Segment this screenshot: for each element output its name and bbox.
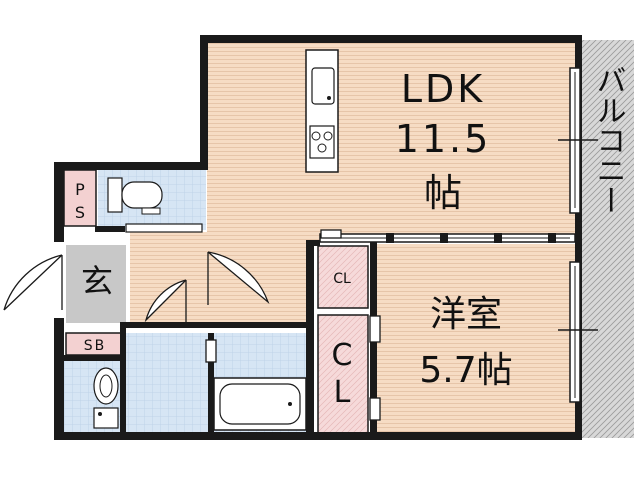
kitchen-counter	[305, 49, 339, 173]
western-room-floor	[372, 244, 575, 435]
western-size-label: 5.7帖	[419, 350, 512, 391]
closet-large-c-label: C	[332, 338, 353, 373]
balcony-label: バルコニー	[591, 65, 626, 215]
doors	[3, 229, 381, 421]
entrance-floor	[66, 245, 126, 323]
bathtub	[213, 377, 307, 431]
western-room-label: 洋室	[430, 294, 502, 335]
entrance-label: 玄	[81, 262, 113, 300]
washroom-floor	[122, 333, 214, 433]
closet-large-l-label: L	[334, 375, 351, 410]
closet-small	[317, 245, 369, 309]
toilet-door	[125, 223, 203, 233]
corridor-floor	[130, 232, 310, 327]
closet-large	[317, 314, 369, 434]
shoe-box-label: SB	[84, 338, 107, 354]
balcony-floor	[582, 40, 634, 438]
ldk-size-label: 11.5	[395, 117, 492, 161]
balcony-windows	[558, 67, 598, 403]
walls	[54, 35, 582, 440]
toilet-lower	[93, 367, 119, 429]
sliding-partition	[319, 233, 576, 243]
ldk-label: LDK	[401, 67, 485, 111]
toilet-upper	[107, 177, 163, 215]
ldk-floor	[207, 40, 575, 240]
closet-small-label: CL	[333, 271, 351, 287]
pipe-space-s-label: S	[75, 203, 85, 222]
pipe-space-p-label: P	[75, 180, 85, 199]
ldk-unit-label: 帖	[424, 171, 462, 215]
